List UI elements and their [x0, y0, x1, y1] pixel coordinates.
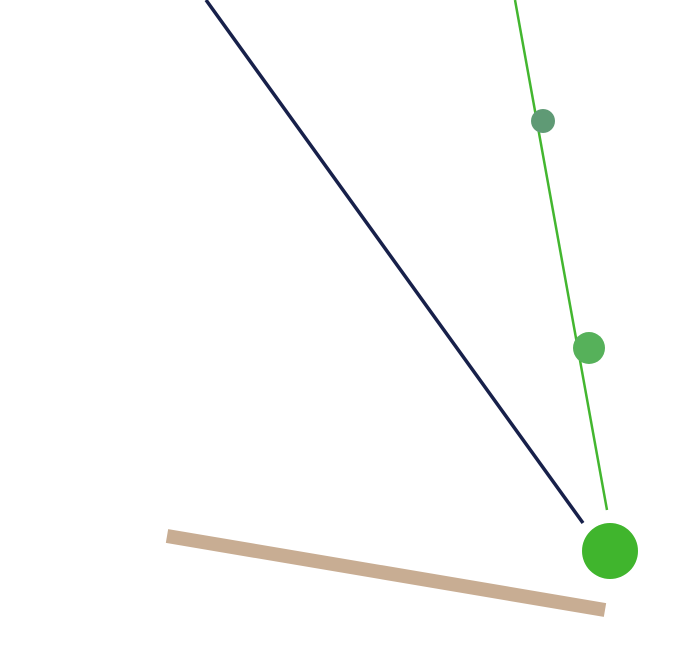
- dark-diagonal-line: [204, 0, 585, 525]
- small-dot: [531, 109, 555, 133]
- tan-bar: [165, 529, 607, 617]
- green-thin-line: [513, 0, 609, 511]
- mid-dot: [573, 332, 605, 364]
- green-ball: [582, 523, 638, 579]
